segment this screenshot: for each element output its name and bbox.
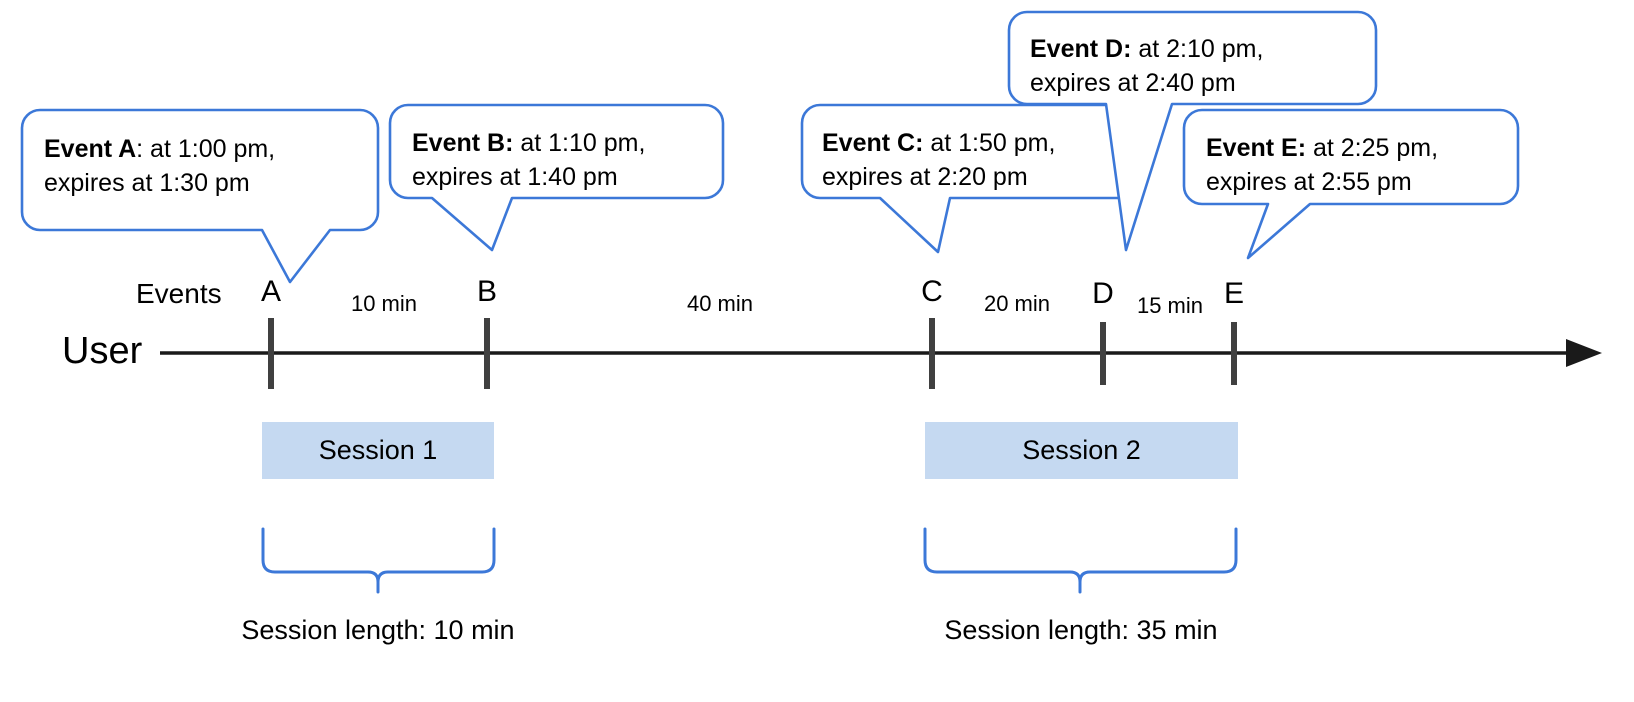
- lane-label-user: User: [62, 330, 143, 372]
- session-length-2: Session length: 35 min: [944, 615, 1218, 645]
- gap-label-b-c: 40 min: [686, 291, 754, 316]
- callout-b-lead: Event B:: [412, 129, 514, 157]
- callout-c-line1: at 1:50 pm,: [923, 129, 1056, 157]
- callout-b-line1: at 1:10 pm,: [513, 129, 646, 157]
- events-label: Events: [136, 278, 222, 309]
- gap-label-c-d: 20 min: [983, 291, 1051, 316]
- callout-e-line2: expires at 2:55 pm: [1206, 168, 1412, 196]
- tick-label-b: B: [476, 275, 497, 308]
- session-2-brace: [923, 527, 1238, 594]
- callout-a-lead: Event A: [44, 135, 137, 163]
- callout-d-line2: expires at 2:40 pm: [1030, 69, 1236, 97]
- callout-text-d: Event D: at 2:10 pm, expires at 2:40 pm: [1030, 32, 1263, 100]
- callout-d-line1: at 2:10 pm,: [1131, 35, 1264, 63]
- gap-label-d-e: 15 min: [1136, 293, 1204, 318]
- tick-label-a: A: [260, 275, 281, 308]
- tick-label-e: E: [1223, 277, 1244, 310]
- callout-d-lead: Event D:: [1030, 35, 1132, 63]
- session-length-1: Session length: 10 min: [241, 615, 515, 645]
- callout-a-line2: expires at 1:30 pm: [44, 169, 250, 197]
- callout-text-b: Event B: at 1:10 pm, expires at 1:40 pm: [412, 126, 645, 194]
- session-bar-1: Session 1: [262, 422, 494, 479]
- session-bar-2: Session 2: [925, 422, 1238, 479]
- timeline-axis: [160, 339, 1602, 367]
- callout-e-lead: Event E:: [1206, 134, 1307, 162]
- callout-text-a: Event A: at 1:00 pm, expires at 1:30 pm: [44, 132, 275, 200]
- callout-e-line1: at 2:25 pm,: [1306, 134, 1439, 162]
- gap-label-a-b: 10 min: [350, 291, 418, 316]
- callout-a-line1: at 1:00 pm,: [143, 135, 276, 163]
- session-1-brace: [261, 527, 496, 594]
- tick-label-c: C: [921, 275, 943, 308]
- callout-a-sep: :: [136, 135, 144, 163]
- callout-c-line2: expires at 2:20 pm: [822, 163, 1028, 191]
- callout-c-lead: Event C:: [822, 129, 924, 157]
- callout-text-e: Event E: at 2:25 pm, expires at 2:55 pm: [1206, 131, 1438, 199]
- callout-text-c: Event C: at 1:50 pm, expires at 2:20 pm: [822, 126, 1055, 194]
- callout-b-line2: expires at 1:40 pm: [412, 163, 618, 191]
- tick-label-d: D: [1092, 277, 1114, 310]
